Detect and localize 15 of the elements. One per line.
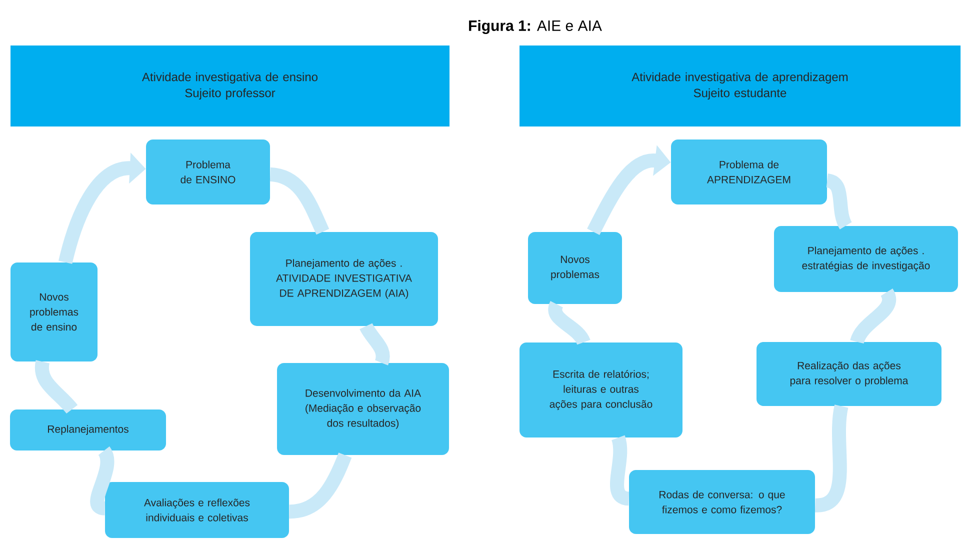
process-box: Planejamento de ações . ATIVIDADE INVESTIGATIVA DE APRENDIZAGEM (AIA) [250, 232, 438, 326]
process-box: Realização das ações para resolver o problema [756, 342, 942, 406]
header-band: Atividade investigativa de ensino Sujeito professor [10, 46, 450, 126]
process-box: Planejamento de ações . estratégias de investigação [774, 226, 958, 292]
process-box: Replanejamentos [10, 409, 166, 450]
process-box: Rodas de conversa: o que fizemos e como fizemos? [629, 470, 815, 534]
process-box: Desenvolvimento da AIA (Mediação e observação dos resultados) [277, 363, 449, 455]
process-box: Novos problemas [528, 232, 622, 304]
process-box: Problema de ENSINO [146, 140, 270, 204]
process-box: Problema de APRENDIZAGEM [671, 140, 827, 204]
process-box: Novos problemas de ensino [10, 262, 98, 362]
process-box: Avaliações e reflexões individuais e coletivas [105, 482, 289, 538]
title: Figura 1: AIE e AIA [469, 20, 602, 34]
header-band: Atividade investigativa de aprendizagem Sujeito estudante [520, 46, 960, 126]
process-box: Escrita de relatórios; leituras e outras ações para conclusão [520, 342, 682, 438]
